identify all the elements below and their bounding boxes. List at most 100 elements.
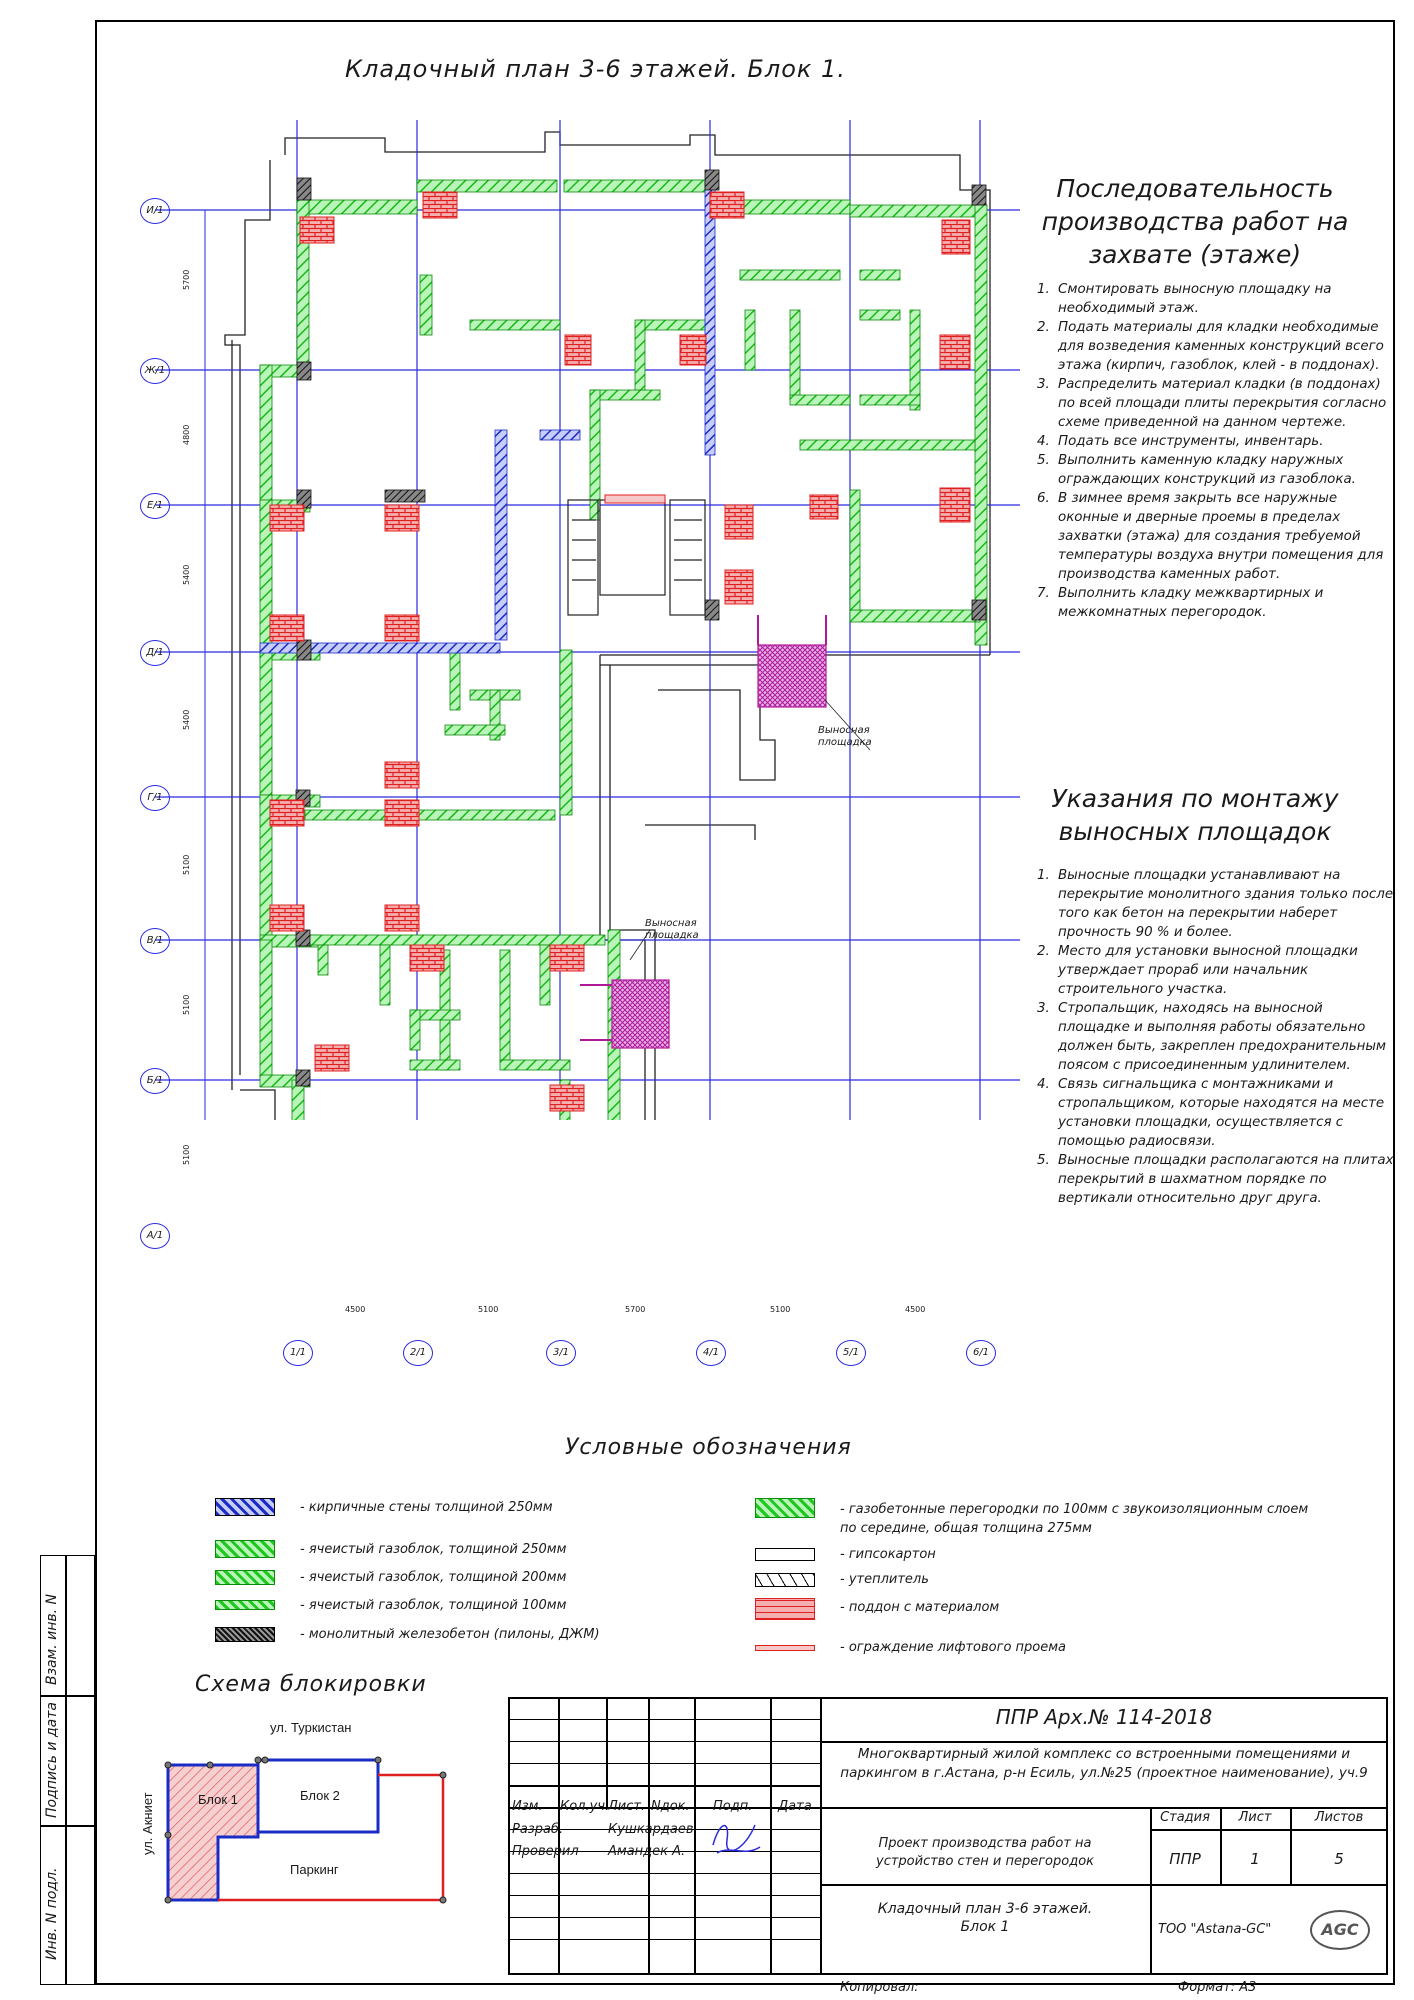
dim-label: 5100 [478, 1305, 499, 1314]
side-stamp [40, 1555, 95, 1985]
scheme-block2: Блок 2 [300, 1788, 340, 1803]
legend-swatch-gas-100 [215, 1600, 275, 1610]
side-stamp-grid [40, 1555, 95, 1985]
scheme-block1: Блок 1 [198, 1792, 238, 1807]
tb-grid [508, 1697, 822, 1975]
legend-label: - ячеистый газоблок, толщиной 200мм [300, 1570, 567, 1585]
tb-sheet-title: Кладочный план 3-6 этажей. Блок 1 [877, 1901, 1093, 1935]
axis-bubble: 5/1 [836, 1340, 866, 1366]
scheme-street-left: ул. Акниет [140, 1792, 155, 1855]
legend-swatch-partition-275 [755, 1498, 815, 1518]
axis-bubble: 1/1 [283, 1340, 313, 1366]
legend-label: - утеплитель [840, 1572, 929, 1587]
tb-sheets-label: Листов [1314, 1810, 1364, 1825]
platform-label-lower: Выносная площадка [645, 918, 699, 941]
tb-project: Многоквартирный жилой комплекс со встрое… [840, 1746, 1368, 1781]
legend-swatch-insulation [755, 1573, 815, 1587]
mounting-item: Связь сигнальщика с монтажниками и строп… [1054, 1075, 1394, 1151]
elevator-shaft-guard [604, 494, 666, 504]
mounting-item: Выносные площадки располагаются на плита… [1054, 1151, 1394, 1208]
side-stamp-label: Подпись и дата [44, 1702, 60, 1818]
tb-company: ТОО "Astana-GC" [1158, 1922, 1272, 1937]
tb-header: Подп. [713, 1799, 753, 1814]
dim-label: 5400 [182, 564, 191, 585]
dim-label: 5400 [182, 709, 191, 730]
axis-bubble: Д/1 [140, 640, 170, 666]
axis-bubble: 2/1 [403, 1340, 433, 1366]
axis-bubble: Г/1 [140, 785, 170, 811]
tb-stage: ППР [1169, 1850, 1201, 1868]
dim-label: 4800 [182, 424, 191, 445]
tb-format: Формат: А3 [1178, 1980, 1257, 1995]
sequence-item: Смонтировать выносную площадку на необхо… [1054, 280, 1394, 318]
axis-bubble: 6/1 [966, 1340, 996, 1366]
legend-swatch-pallet [755, 1598, 815, 1620]
sequence-heading-line: захвате (этаже) [1088, 240, 1302, 269]
legend-swatch-monolith [215, 1627, 275, 1642]
legend-heading: Условные обозначения [565, 1435, 852, 1460]
tb-sheet: 1 [1250, 1850, 1260, 1868]
legend-swatch-elevator-guard [755, 1645, 815, 1651]
mounting-heading: Указания по монтажу выносных площадок [1040, 782, 1350, 848]
legend-label: - ячеистый газоблок, толщиной 100мм [300, 1598, 567, 1613]
legend-swatch-gas-200 [215, 1570, 275, 1585]
axis-bubble: 3/1 [546, 1340, 576, 1366]
sequence-heading: Последовательность производства работ на… [1040, 172, 1350, 271]
tb-stage-label: Стадия [1160, 1810, 1210, 1825]
mounting-heading-line: Указания по монтажу [1051, 784, 1339, 813]
dim-label: 5100 [182, 854, 191, 875]
sequence-item: Выполнить каменную кладку наружных ограж… [1054, 451, 1394, 489]
block-scheme [164, 1756, 447, 1904]
tb-right-lines [820, 1697, 1388, 1975]
plan-title: Кладочный план 3-6 этажей. Блок 1. [345, 55, 846, 83]
tb-header: Nдок. [651, 1799, 690, 1814]
tb-sheet-label: Лист [1238, 1810, 1272, 1825]
tb-header: Лист. [608, 1799, 646, 1814]
stamp-divider [40, 1825, 95, 1827]
sequence-item: Подать все инструменты, инвентарь. [1054, 432, 1394, 451]
sheet-frame [95, 20, 1395, 1985]
tb-role2: Проверил [512, 1844, 579, 1859]
legend-label: - поддон с материалом [840, 1600, 1000, 1615]
dimension-lines [204, 210, 206, 1120]
sequence-list: Смонтировать выносную площадку на необхо… [1022, 280, 1394, 622]
tb-header: Изм. [512, 1799, 543, 1814]
legend-label: - газобетонные перегородки по 100мм с зв… [840, 1502, 1309, 1536]
dim-label: 4500 [905, 1305, 926, 1314]
axis-bubble: И/1 [140, 198, 170, 224]
dim-label: 5100 [770, 1305, 791, 1314]
stamp-divider [65, 1555, 67, 1985]
legend-label: - монолитный железобетон (пилоны, ДЖМ) [300, 1627, 600, 1642]
brick-walls [259, 179, 716, 654]
mounting-list: Выносные площадки устанавливают на перек… [1022, 866, 1394, 1208]
tb-copied: Копировал: [840, 1980, 919, 1995]
axis-bubble: В/1 [140, 928, 170, 954]
gas-block-walls [259, 179, 988, 1120]
legend-label: - ограждение лифтового проема [840, 1640, 1067, 1655]
tb-header: Дата [778, 1799, 812, 1814]
sequence-item: Распределить материал кладки (в поддонах… [1054, 375, 1394, 432]
sequence-item: Выполнить кладку межквартирных и межкомн… [1054, 584, 1394, 622]
stamp-divider [40, 1695, 95, 1697]
legend-swatch-drywall [755, 1548, 815, 1561]
scheme-street-top: ул. Туркистан [270, 1720, 352, 1735]
legend-swatch-brick-250 [215, 1498, 275, 1516]
axis-bubble: Е/1 [140, 493, 170, 519]
axis-bubble: Б/1 [140, 1068, 170, 1094]
tb-logo: AGC [1310, 1910, 1370, 1950]
sequence-item: Подать материалы для кладки необходимые … [1054, 318, 1394, 375]
legend-label: - гипсокартон [840, 1547, 936, 1562]
tb-name1: Кушкардаев [608, 1822, 694, 1837]
mounting-heading-line: выносных площадок [1058, 817, 1332, 846]
mounting-item: Стропальщик, находясь на выносной площад… [1054, 999, 1394, 1075]
signature-mark [712, 1824, 761, 1854]
tb-header: Кол.уч. [560, 1799, 610, 1814]
tb-work: Проект производства работ на устройство … [876, 1836, 1094, 1869]
dim-label: 5700 [182, 269, 191, 290]
title-block [508, 1697, 1388, 1975]
tb-doc-code: ППР Арх.№ 114-2018 [995, 1705, 1213, 1729]
side-stamp-label: Инв. N подл. [44, 1867, 60, 1961]
tb-name2: Амандек А. [608, 1844, 686, 1859]
material-pallets [269, 191, 971, 1112]
axis-bubble: 4/1 [696, 1340, 726, 1366]
